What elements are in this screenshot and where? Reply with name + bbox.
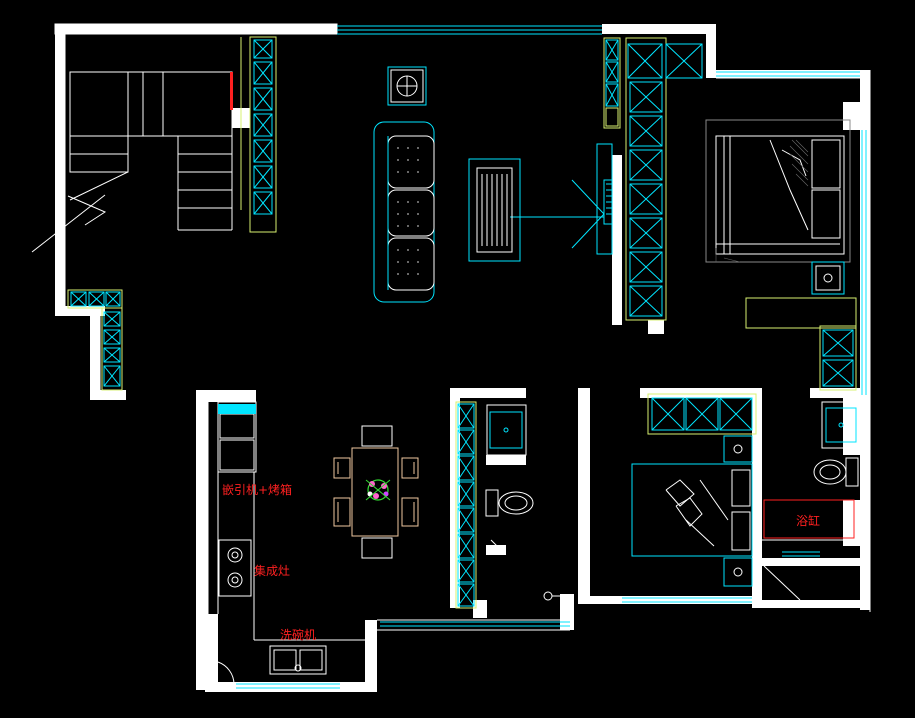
second-bed xyxy=(631,435,753,587)
range-hood xyxy=(218,404,256,414)
coffee-table xyxy=(468,158,521,262)
side-table xyxy=(387,66,427,106)
bath-vanity-left xyxy=(486,404,527,456)
sofa xyxy=(373,121,435,303)
kitchen-counter xyxy=(217,401,365,641)
sofa-pattern xyxy=(397,147,419,275)
wall-outlines xyxy=(54,23,871,682)
stair-marker xyxy=(230,72,233,110)
toilet-right xyxy=(813,457,859,487)
windows xyxy=(236,25,867,689)
cabinet-master xyxy=(819,325,857,391)
cabinet-second-bedroom xyxy=(647,393,757,435)
oven-label: 嵌引机+烤箱 xyxy=(222,482,292,497)
bed-hatch xyxy=(715,139,809,263)
cabinet-shoe xyxy=(67,289,123,391)
walls xyxy=(55,24,870,692)
shower-area xyxy=(762,539,858,601)
kitchen-door-swing xyxy=(217,661,235,685)
stove-label: 集成灶 xyxy=(254,563,290,578)
tv-unit xyxy=(510,143,613,255)
bathtub xyxy=(763,499,855,539)
cabinet-column-tv xyxy=(603,37,703,321)
floor-drain xyxy=(543,591,564,601)
bathtub-label: 浴缸 xyxy=(796,513,820,528)
toilet-left xyxy=(485,489,534,547)
bath-vanity-right xyxy=(821,401,861,449)
staircase xyxy=(31,71,233,253)
integrated-stove xyxy=(218,539,252,597)
desk xyxy=(745,297,857,329)
nightstand-master xyxy=(811,261,845,295)
dishwasher-label: 洗碗机 xyxy=(280,627,316,642)
cabinet-bath-column xyxy=(455,401,477,609)
flower-plant xyxy=(365,479,391,501)
kitchen-sink xyxy=(269,645,327,675)
cabinet-column-hall xyxy=(240,36,277,233)
master-bed xyxy=(705,119,851,263)
dining-table xyxy=(333,425,419,559)
